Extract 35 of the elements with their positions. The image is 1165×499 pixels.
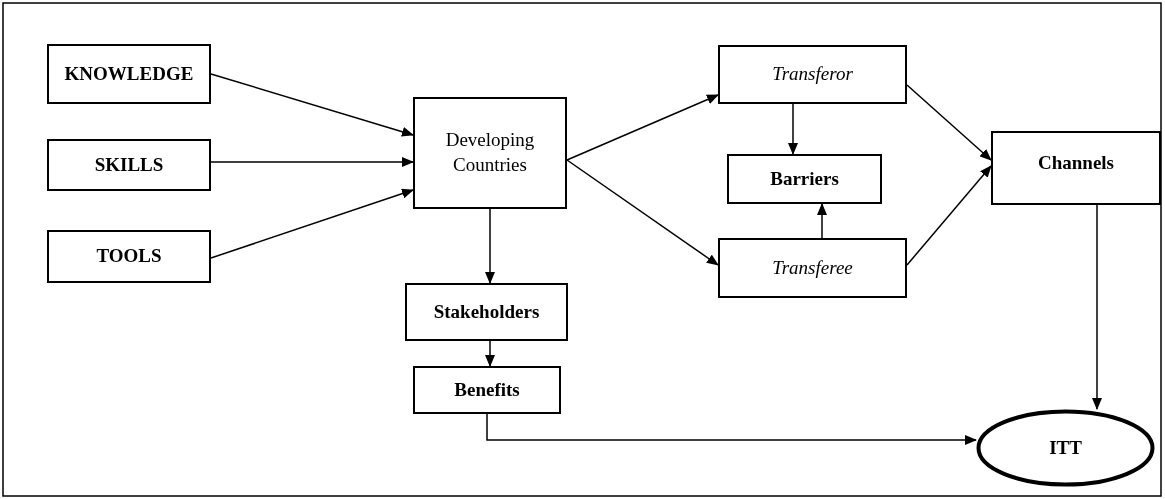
arrow — [486, 413, 977, 445]
arrow — [906, 165, 992, 266]
node-label: Developing Countries — [444, 128, 536, 177]
process-box — [718, 238, 907, 298]
process-box — [413, 366, 561, 414]
node-label: Stakeholders — [433, 299, 540, 324]
node-label: TOOLS — [96, 244, 162, 269]
input-box — [47, 139, 211, 191]
process-box — [991, 131, 1161, 205]
node-label: Barriers — [770, 166, 839, 191]
arrow — [210, 73, 414, 137]
node-label: ITT — [1049, 435, 1082, 460]
arrow — [485, 208, 495, 284]
input-box — [47, 44, 211, 104]
node-label: Transferee — [772, 255, 853, 280]
arrow — [210, 157, 414, 167]
input-box — [47, 230, 211, 283]
arrow — [210, 188, 414, 259]
arrow — [906, 84, 992, 161]
node-label: Transferor — [772, 62, 853, 87]
process-box — [413, 97, 567, 209]
node-label: KNOWLEDGE — [64, 61, 194, 86]
node-label: Channels — [1038, 151, 1114, 175]
node-label: Benefits — [454, 377, 520, 402]
process-box — [405, 283, 568, 341]
node-label: SKILLS — [94, 152, 164, 177]
arrow — [566, 94, 719, 161]
arrow — [817, 203, 827, 239]
arrow — [485, 340, 495, 367]
process-box — [718, 45, 907, 104]
process-box — [727, 154, 882, 204]
arrow — [1092, 204, 1102, 410]
arrow — [566, 159, 719, 266]
outcome-ellipse — [976, 409, 1155, 487]
arrow — [788, 103, 798, 155]
